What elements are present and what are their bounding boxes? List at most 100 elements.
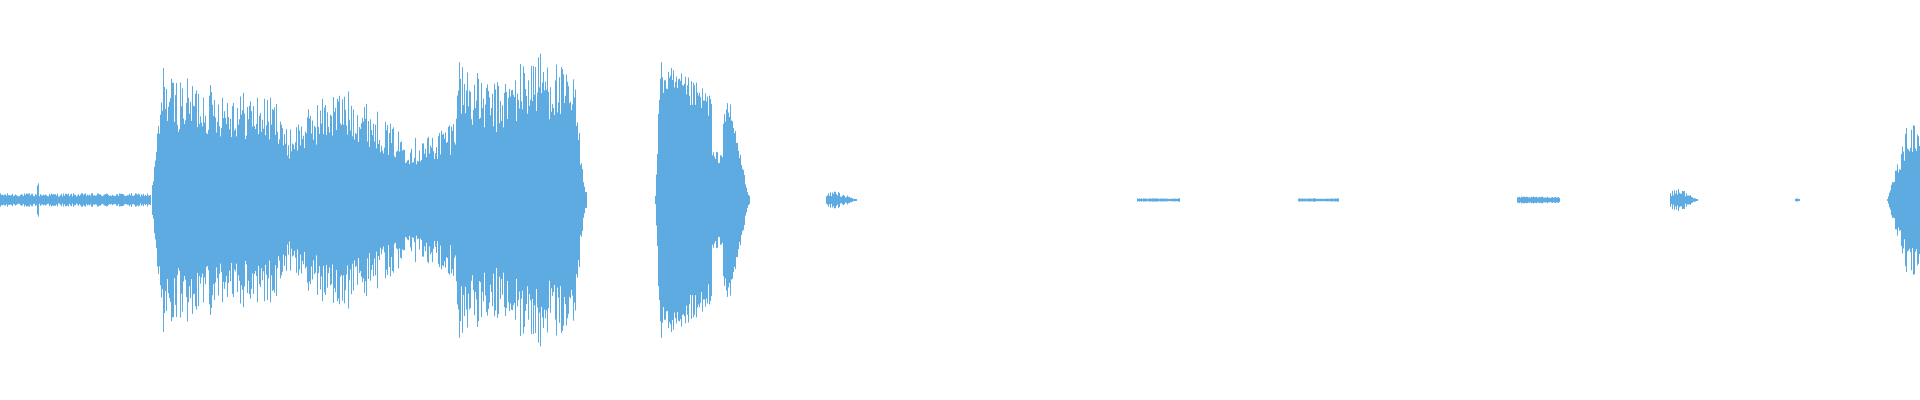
- waveform-sample: [97, 193, 98, 207]
- waveform-sample: [303, 135, 304, 265]
- waveform-sample: [403, 149, 404, 251]
- waveform-sample: [69, 196, 70, 204]
- waveform-sample: [134, 195, 135, 205]
- waveform-sample: [293, 144, 294, 256]
- waveform-sample: [24, 193, 25, 207]
- waveform-sample: [683, 85, 684, 315]
- waveform-sample: [345, 109, 346, 291]
- waveform-sample: [90, 195, 91, 205]
- waveform-sample: [672, 80, 673, 320]
- waveform-sample: [308, 109, 309, 291]
- waveform-sample: [369, 146, 370, 254]
- waveform-sample: [1903, 151, 1904, 249]
- waveform-sample: [1177, 198, 1178, 202]
- waveform-sample: [582, 169, 583, 231]
- waveform-sample: [581, 163, 582, 237]
- waveform-sample: [1303, 198, 1304, 202]
- waveform-sample: [838, 192, 839, 208]
- waveform-sample: [698, 95, 699, 305]
- waveform-sample: [243, 92, 244, 308]
- waveform-sample: [100, 194, 101, 206]
- waveform-sample: [507, 118, 508, 282]
- waveform-sample: [852, 198, 853, 202]
- waveform-sample: [837, 195, 838, 205]
- waveform-sample: [169, 101, 170, 299]
- waveform-sample: [343, 124, 344, 276]
- waveform-sample: [555, 80, 556, 320]
- waveform-sample: [42, 195, 43, 205]
- waveform-sample: [664, 80, 665, 320]
- waveform-sample: [224, 111, 225, 289]
- waveform-sample: [479, 118, 480, 282]
- waveform-sample: [269, 139, 270, 261]
- waveform-sample: [1167, 198, 1168, 202]
- waveform-sample: [676, 76, 677, 324]
- waveform-sample: [440, 154, 441, 246]
- waveform-sample: [1896, 170, 1897, 230]
- waveform-sample: [284, 134, 285, 266]
- waveform-sample: [836, 194, 837, 206]
- waveform-sample: [52, 194, 53, 206]
- waveform-sample: [498, 85, 499, 315]
- waveform-sample: [94, 195, 95, 205]
- waveform-sample: [1318, 198, 1319, 202]
- waveform-sample: [839, 193, 840, 207]
- waveform-sample: [120, 193, 121, 207]
- waveform-sample: [853, 198, 854, 202]
- waveform-sample: [373, 123, 374, 277]
- waveform-sample: [185, 120, 186, 280]
- waveform-sample: [1536, 196, 1537, 204]
- waveform-sample: [40, 194, 41, 206]
- waveform-sample: [1526, 196, 1527, 204]
- waveform-sample: [545, 81, 546, 319]
- waveform-sample: [428, 136, 429, 264]
- waveform-sample: [1527, 196, 1528, 204]
- waveform-sample: [283, 145, 284, 255]
- waveform-sample: [107, 193, 108, 207]
- waveform-sample: [660, 78, 661, 322]
- waveform-sample: [568, 86, 569, 314]
- waveform-sample: [23, 196, 24, 204]
- waveform-sample: [1520, 197, 1521, 203]
- waveform-sample: [1301, 198, 1302, 202]
- waveform-sample: [1161, 198, 1162, 202]
- waveform-sample: [221, 128, 222, 272]
- waveform-sample: [220, 136, 221, 264]
- waveform-sample: [392, 129, 393, 271]
- waveform-sample: [152, 185, 153, 215]
- waveform-sample: [296, 127, 297, 273]
- waveform-sample: [427, 138, 428, 262]
- waveform-sample: [565, 95, 566, 305]
- waveform-sample: [99, 194, 100, 206]
- waveform-sample: [0, 193, 1, 207]
- waveform-sample: [1523, 196, 1524, 204]
- waveform-sample: [292, 143, 293, 257]
- waveform-sample: [540, 53, 541, 347]
- waveform-sample: [1672, 190, 1673, 210]
- waveform-sample: [44, 195, 45, 205]
- waveform-sample: [79, 195, 80, 205]
- waveform-sample: [586, 192, 587, 208]
- waveform-sample: [1694, 198, 1695, 202]
- waveform-sample: [746, 187, 747, 213]
- waveform-sample: [214, 100, 215, 300]
- waveform-sample: [197, 127, 198, 273]
- waveform-sample: [37, 185, 38, 215]
- waveform-sample: [674, 87, 675, 313]
- waveform-sample: [536, 110, 537, 290]
- waveform-sample: [377, 111, 378, 289]
- waveform-sample: [170, 98, 171, 302]
- waveform-sample: [1554, 197, 1555, 203]
- waveform-sample: [469, 90, 470, 310]
- waveform-sample: [470, 91, 471, 309]
- waveform-sample: [376, 148, 377, 252]
- waveform-sample: [306, 133, 307, 267]
- waveform-sample: [550, 87, 551, 313]
- waveform-sample: [699, 92, 700, 308]
- waveform-sample: [216, 132, 217, 268]
- waveform-sample: [1325, 198, 1326, 202]
- waveform-sample: [844, 195, 845, 205]
- waveform-sample: [256, 123, 257, 277]
